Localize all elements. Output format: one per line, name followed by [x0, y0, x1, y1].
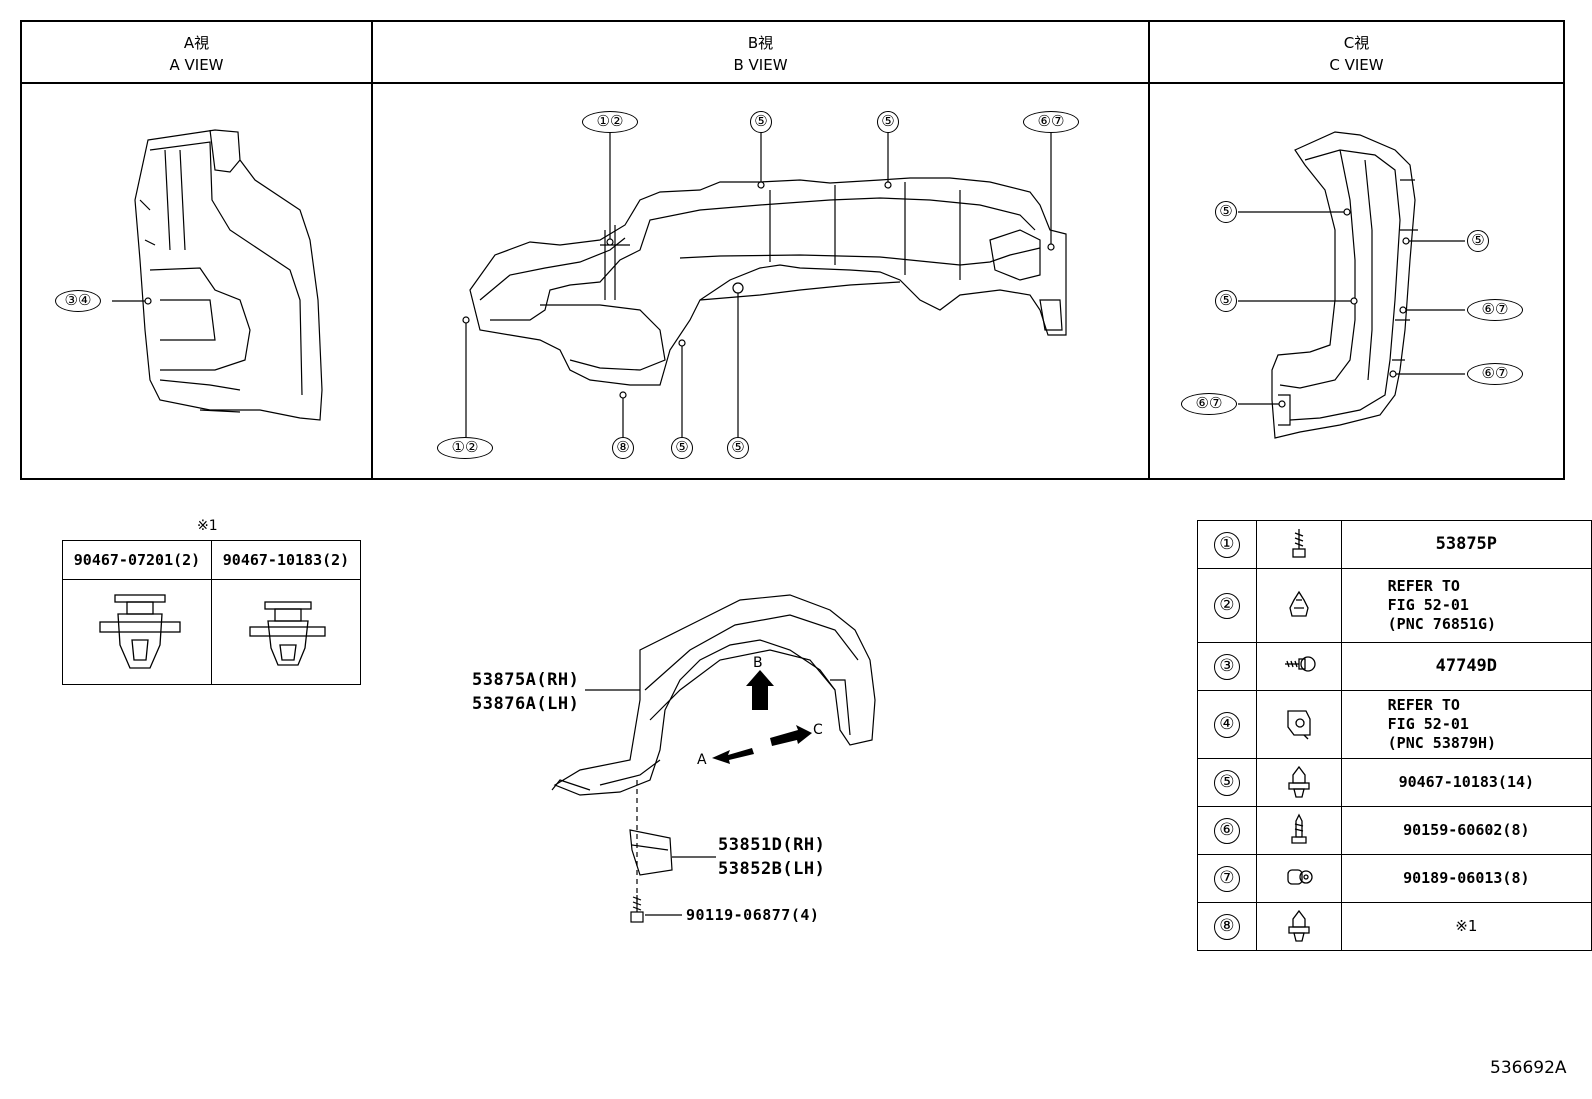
callout-c-5-upper-right: ⑤ [1467, 230, 1489, 252]
legend-row: ⑦ 90189-06013(8) [1197, 854, 1592, 903]
callout-a-3-4: ③④ [55, 290, 101, 312]
bolt-label: 90119-06877(4) [686, 906, 820, 924]
fastener-legend-table: ① 53875P ② REFER TO FIG 52-01 (PNC 76851… [1197, 520, 1592, 951]
callout-c-6-7-left: ⑥⑦ [1181, 393, 1237, 415]
leader-lines [112, 133, 1465, 437]
clip-part-07201: 90467-07201(2) [62, 540, 212, 580]
legend-text: ※1 [1455, 917, 1478, 935]
tapping-screw-icon [1255, 806, 1342, 855]
callout-b-5-bottom-left: ⑤ [671, 437, 693, 459]
shield-drawing [629, 829, 673, 876]
a-view-header: A視 A VIEW [22, 22, 371, 84]
legend-num: ⑤ [1213, 769, 1240, 796]
a-view-title-jp: A視 [183, 34, 210, 52]
view-arrows [712, 670, 812, 764]
callout-b-1-2-top: ①② [582, 111, 638, 133]
arrow-a-icon [712, 748, 754, 764]
b-view-header: B視 B VIEW [373, 22, 1148, 84]
push-clip-icon [1255, 758, 1342, 807]
legend-text: 47749D [1435, 656, 1498, 676]
legend-text: (PNC 53879H) [1387, 734, 1497, 752]
callout-b-1-2-bottom: ①② [437, 437, 493, 459]
c-view-liner-drawing [1271, 131, 1418, 439]
b-view-panel: B視 B VIEW [373, 22, 1150, 478]
callout-b-5-top-right: ⑤ [877, 111, 899, 133]
c-view-title-jp: C視 [1343, 34, 1370, 52]
legend-row: ① 53875P [1197, 520, 1592, 569]
callout-c-5-upper-left: ⑤ [1215, 201, 1237, 223]
legend-num: ⑦ [1213, 865, 1240, 892]
legend-text: (PNC 76851G) [1387, 615, 1497, 633]
legend-row: ④ REFER TO FIG 52-01 (PNC 53879H) [1197, 690, 1592, 759]
b-view-title-jp: B視 [747, 34, 774, 52]
bolt-icon [1255, 520, 1342, 569]
c-view-panel: C視 C VIEW [1150, 22, 1563, 478]
legend-text: FIG 52-01 [1387, 596, 1469, 614]
legend-text: FIG 52-01 [1387, 715, 1469, 733]
legend-num: ③ [1213, 653, 1240, 680]
legend-text: REFER TO [1387, 696, 1460, 714]
c-view-header: C視 C VIEW [1150, 22, 1563, 84]
bracket-nut-icon [1255, 690, 1342, 759]
legend-num: ② [1213, 592, 1240, 619]
legend-row: ⑥ 90159-60602(8) [1197, 806, 1592, 855]
legend-text: 53875P [1435, 534, 1498, 554]
callout-b-5-bottom-right: ⑤ [727, 437, 749, 459]
a-view-panel: A視 A VIEW [22, 22, 373, 478]
c-view-title-en: C VIEW [1329, 56, 1384, 74]
callout-c-5-middle-left: ⑤ [1215, 290, 1237, 312]
legend-num: ④ [1213, 711, 1240, 738]
grommet-nut-icon [1255, 854, 1342, 903]
arrow-b-label: B [753, 655, 763, 671]
fender-liner-drawing [551, 594, 876, 796]
arrow-c-label: C [813, 722, 823, 738]
callout-c-6-7-middle: ⑥⑦ [1467, 299, 1523, 321]
b-view-title-en: B VIEW [733, 56, 788, 74]
callout-b-8-bottom: ⑧ [612, 437, 634, 459]
legend-text: 90467-10183(14) [1398, 773, 1535, 791]
legend-text: REFER TO [1387, 577, 1460, 595]
shield-lh-label: 53852B(LH) [718, 859, 826, 879]
legend-num: ⑥ [1213, 817, 1240, 844]
legend-text: 90159-60602(8) [1403, 821, 1530, 839]
clip-image-cell-10183 [211, 579, 361, 685]
arrow-a-label: A [697, 752, 707, 768]
legend-num: ⑧ [1213, 913, 1240, 940]
legend-row: ⑧ ※1 [1197, 902, 1592, 951]
legend-num: ① [1213, 531, 1240, 558]
views-panel: A視 A VIEW B視 B VIEW C視 C VIEW [20, 20, 1565, 480]
callout-b-6-7-top: ⑥⑦ [1023, 111, 1079, 133]
legend-row: ⑤ 90467-10183(14) [1197, 758, 1592, 807]
b-view-liner-drawing [469, 177, 1067, 386]
screw-grommet-icon [1255, 642, 1342, 691]
figure-id: 536692A [1490, 1058, 1567, 1078]
clip-image-cell-07201 [62, 579, 212, 685]
clip-table: 90467-07201(2) 90467-10183(2) [62, 540, 361, 685]
a-view-title-en: A VIEW [169, 56, 224, 74]
legend-row: ② REFER TO FIG 52-01 (PNC 76851G) [1197, 568, 1592, 643]
legend-row: ③ 47749D [1197, 642, 1592, 691]
a-view-liner-drawing [134, 129, 323, 421]
arrow-b-icon [746, 670, 774, 710]
arrow-c-icon [770, 725, 812, 746]
bolt-drawing [630, 895, 644, 923]
clip-nut-icon [1255, 568, 1342, 643]
clip-note-mark: ※1 [197, 518, 218, 534]
callout-c-6-7-lower: ⑥⑦ [1467, 363, 1523, 385]
liner-lh-label: 53876A(LH) [472, 694, 580, 714]
legend-text: 90189-06013(8) [1403, 869, 1530, 887]
clip-part-10183: 90467-10183(2) [211, 540, 361, 580]
callout-b-5-top-left: ⑤ [750, 111, 772, 133]
liner-rh-label: 53875A(RH) [472, 670, 580, 690]
push-clip-icon [1255, 902, 1342, 951]
hole-marks [144, 181, 1410, 408]
shield-rh-label: 53851D(RH) [718, 835, 826, 855]
